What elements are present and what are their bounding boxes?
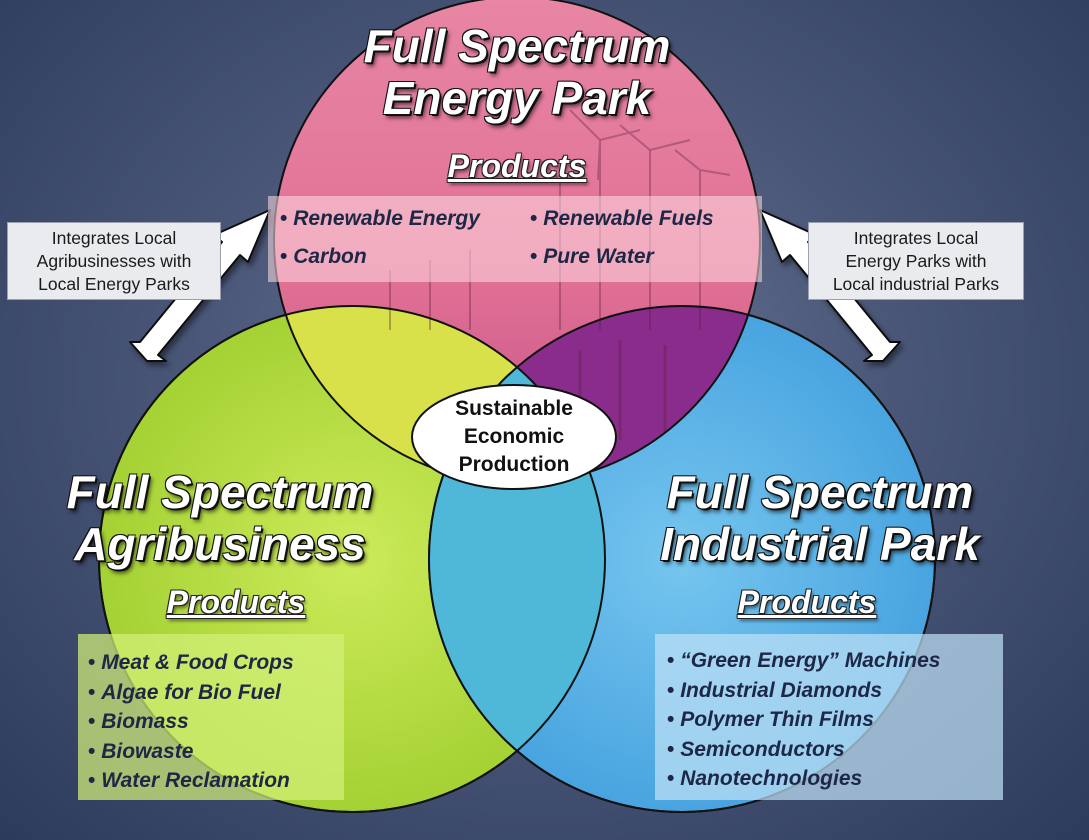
center-label-line2: Economic bbox=[463, 425, 565, 448]
center-label-line1: Sustainable bbox=[455, 397, 573, 420]
agribusiness-product-item: Algae for Bio Fuel bbox=[88, 678, 344, 708]
agribusiness-product-item: Biowaste bbox=[88, 737, 344, 767]
industrial-product-item: Polymer Thin Films bbox=[667, 705, 1003, 735]
left-note-line3: Local Energy Parks bbox=[38, 274, 190, 294]
left-integration-note: Integrates Local Agribusinesses with Loc… bbox=[7, 222, 221, 300]
industrial-product-item: Semiconductors bbox=[667, 735, 1003, 765]
industrial-product-item: Industrial Diamonds bbox=[667, 676, 1003, 706]
energy-park-title: Full Spectrum Energy Park bbox=[310, 20, 724, 124]
right-note-line2: Energy Parks with bbox=[845, 251, 987, 271]
energy-park-title-line2: Energy Park bbox=[382, 72, 652, 124]
energy-product-item: Carbon bbox=[280, 242, 530, 272]
agribusiness-title-line1: Full Spectrum bbox=[66, 466, 374, 518]
agribusiness-title: Full Spectrum Agribusiness bbox=[30, 466, 410, 570]
left-note-line1: Integrates Local bbox=[51, 228, 177, 248]
right-integration-note: Integrates Local Energy Parks with Local… bbox=[808, 222, 1024, 300]
agribusiness-product-item: Water Reclamation bbox=[88, 766, 344, 796]
energy-product-item: Pure Water bbox=[530, 242, 770, 272]
agribusiness-products-heading: Products bbox=[166, 584, 306, 620]
left-note-line2: Agribusinesses with bbox=[36, 251, 192, 271]
center-ellipse bbox=[411, 384, 617, 490]
agribusiness-product-item: Biomass bbox=[88, 707, 344, 737]
agribusiness-product-item: Meat & Food Crops bbox=[88, 648, 344, 678]
industrial-product-item: Nanotechnologies bbox=[667, 764, 1003, 794]
industrial-park-title-line2: Industrial Park bbox=[660, 518, 980, 570]
center-label-line3: Production bbox=[458, 453, 570, 476]
energy-park-products-box: Renewable Energy Renewable Fuels Carbon … bbox=[268, 196, 762, 282]
energy-park-title-line1: Full Spectrum bbox=[363, 20, 671, 72]
industrial-park-title-line1: Full Spectrum bbox=[666, 466, 974, 518]
center-label: Sustainable Economic Production bbox=[412, 384, 616, 490]
agribusiness-products-box: Meat & Food Crops Algae for Bio Fuel Bio… bbox=[78, 634, 344, 800]
industrial-product-item: “Green Energy” Machines bbox=[667, 646, 1003, 676]
industrial-park-title: Full Spectrum Industrial Park bbox=[630, 466, 1010, 570]
industrial-park-products-heading: Products bbox=[737, 584, 877, 620]
energy-park-products-heading: Products bbox=[447, 148, 587, 184]
agribusiness-title-line2: Agribusiness bbox=[74, 518, 366, 570]
industrial-park-products-box: “Green Energy” Machines Industrial Diamo… bbox=[655, 634, 1003, 800]
energy-product-item: Renewable Fuels bbox=[530, 204, 770, 234]
right-note-line1: Integrates Local bbox=[853, 228, 979, 248]
energy-product-item: Renewable Energy bbox=[280, 204, 530, 234]
right-note-line3: Local industrial Parks bbox=[832, 274, 1000, 294]
